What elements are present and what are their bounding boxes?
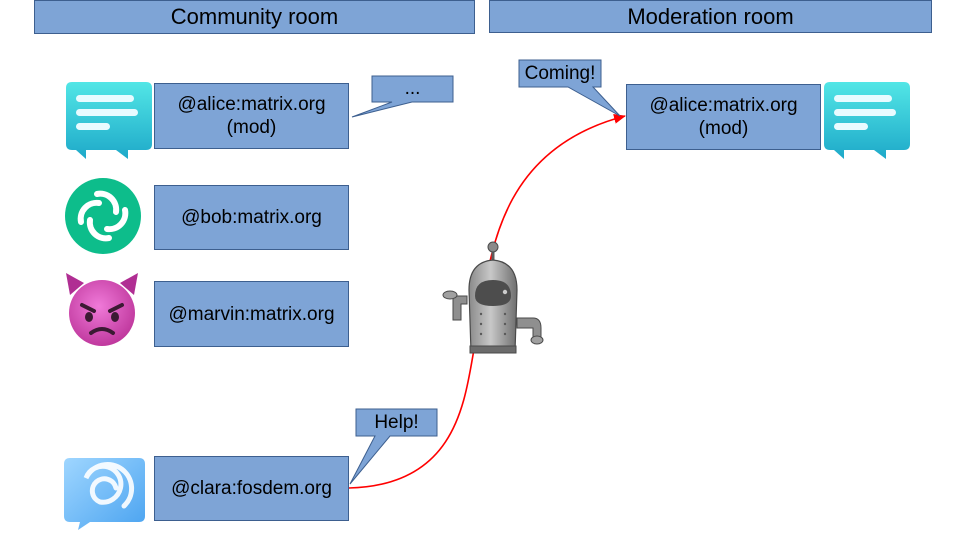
community-room-title: Community room — [170, 4, 339, 29]
ellipsis-speech-bubble — [351, 75, 454, 118]
user-box-alice: @alice:matrix.org (mod) — [154, 83, 349, 149]
community-room-header: Community room — [34, 0, 475, 34]
user-id-alice: @alice:matrix.org — [177, 94, 326, 115]
angry-devil-emoji-icon — [66, 273, 138, 346]
user-id-bob: @bob:matrix.org — [181, 207, 322, 228]
user-id-marvin: @marvin:matrix.org — [168, 303, 335, 325]
moderation-room-title: Moderation room — [627, 3, 794, 29]
chat-bubble-icon — [824, 82, 910, 159]
robot-icon — [442, 241, 544, 354]
user-box-clara: @clara:fosdem.org — [154, 456, 349, 521]
moderation-room-header: Moderation room — [489, 0, 932, 33]
coming-speech-bubble — [518, 59, 621, 117]
ellipsis-bubble-text: ... — [404, 78, 421, 99]
fluffychat-logo-icon — [64, 458, 145, 530]
help-bubble-text: Help! — [374, 411, 419, 433]
element-logo-icon — [65, 178, 141, 254]
moderation-user-id-alice: @alice:matrix.org — [649, 95, 798, 116]
chat-bubble-icon — [66, 82, 152, 159]
user-id-clara: @clara:fosdem.org — [171, 478, 332, 499]
user-role-alice: (mod) — [226, 117, 277, 138]
coming-bubble-text: Coming! — [524, 62, 596, 84]
moderation-user-role-alice: (mod) — [698, 118, 749, 139]
user-box-marvin: @marvin:matrix.org — [154, 281, 349, 347]
help-speech-bubble — [349, 408, 438, 485]
user-box-moderation-alice: @alice:matrix.org (mod) — [626, 84, 821, 150]
user-box-bob: @bob:matrix.org — [154, 185, 349, 250]
